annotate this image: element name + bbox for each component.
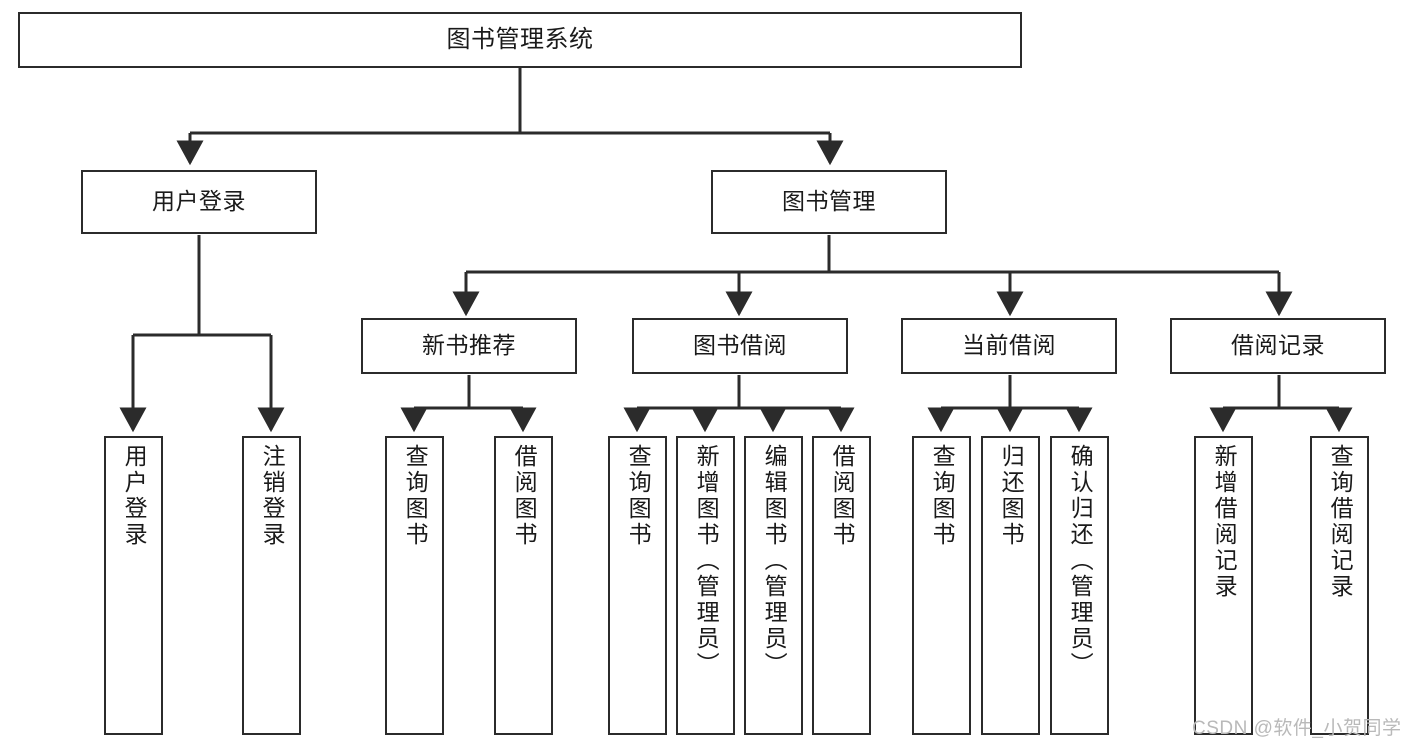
leaf-current-borrow-return[interactable]: 归还图书 bbox=[981, 436, 1040, 735]
node-new-book-recommend[interactable]: 新书推荐 bbox=[361, 318, 577, 374]
leaf-current-borrow-confirm[interactable]: 确认归还（管理员） bbox=[1050, 436, 1109, 735]
leaf-new-book-query[interactable]: 查询图书 bbox=[385, 436, 444, 735]
node-current-borrow[interactable]: 当前借阅 bbox=[901, 318, 1117, 374]
node-label: 用户登录 bbox=[152, 188, 246, 215]
node-label: 新书推荐 bbox=[422, 332, 516, 359]
node-label: 确认归还（管理员） bbox=[1067, 444, 1094, 678]
node-label: 图书借阅 bbox=[693, 332, 787, 359]
node-label: 图书管理系统 bbox=[446, 25, 594, 53]
node-book-borrow[interactable]: 图书借阅 bbox=[632, 318, 848, 374]
leaf-user-login-login[interactable]: 用户登录 bbox=[104, 436, 163, 735]
node-label: 当前借阅 bbox=[962, 332, 1056, 359]
leaf-borrow-record-add[interactable]: 新增借阅记录 bbox=[1194, 436, 1253, 735]
leaf-book-borrow-borrow[interactable]: 借阅图书 bbox=[812, 436, 871, 735]
leaf-current-borrow-query[interactable]: 查询图书 bbox=[912, 436, 971, 735]
leaf-book-borrow-query[interactable]: 查询图书 bbox=[608, 436, 667, 735]
node-label: 用户登录 bbox=[121, 444, 148, 548]
node-label: 查询图书 bbox=[625, 444, 652, 548]
leaf-book-borrow-add[interactable]: 新增图书（管理员） bbox=[676, 436, 735, 735]
node-label: 查询图书 bbox=[402, 444, 429, 548]
leaf-new-book-borrow[interactable]: 借阅图书 bbox=[494, 436, 553, 735]
node-borrow-record[interactable]: 借阅记录 bbox=[1170, 318, 1386, 374]
node-root-system[interactable]: 图书管理系统 bbox=[18, 12, 1022, 68]
node-label: 注销登录 bbox=[259, 444, 286, 548]
node-label: 新增借阅记录 bbox=[1211, 444, 1238, 600]
node-label: 新增图书（管理员） bbox=[693, 444, 720, 678]
node-book-management[interactable]: 图书管理 bbox=[711, 170, 947, 234]
node-label: 编辑图书（管理员） bbox=[761, 444, 788, 678]
node-label: 归还图书 bbox=[998, 444, 1025, 548]
leaf-borrow-record-query[interactable]: 查询借阅记录 bbox=[1310, 436, 1369, 735]
node-label: 查询借阅记录 bbox=[1327, 444, 1354, 600]
node-label: 借阅图书 bbox=[511, 444, 538, 548]
watermark-text: CSDN @软件_小贺同学 bbox=[1192, 718, 1402, 739]
node-label: 借阅图书 bbox=[829, 444, 856, 548]
node-label: 借阅记录 bbox=[1231, 332, 1325, 359]
node-label: 图书管理 bbox=[782, 188, 876, 215]
leaf-user-login-logout[interactable]: 注销登录 bbox=[242, 436, 301, 735]
node-label: 查询图书 bbox=[929, 444, 956, 548]
leaf-book-borrow-edit[interactable]: 编辑图书（管理员） bbox=[744, 436, 803, 735]
node-user-login[interactable]: 用户登录 bbox=[81, 170, 317, 234]
